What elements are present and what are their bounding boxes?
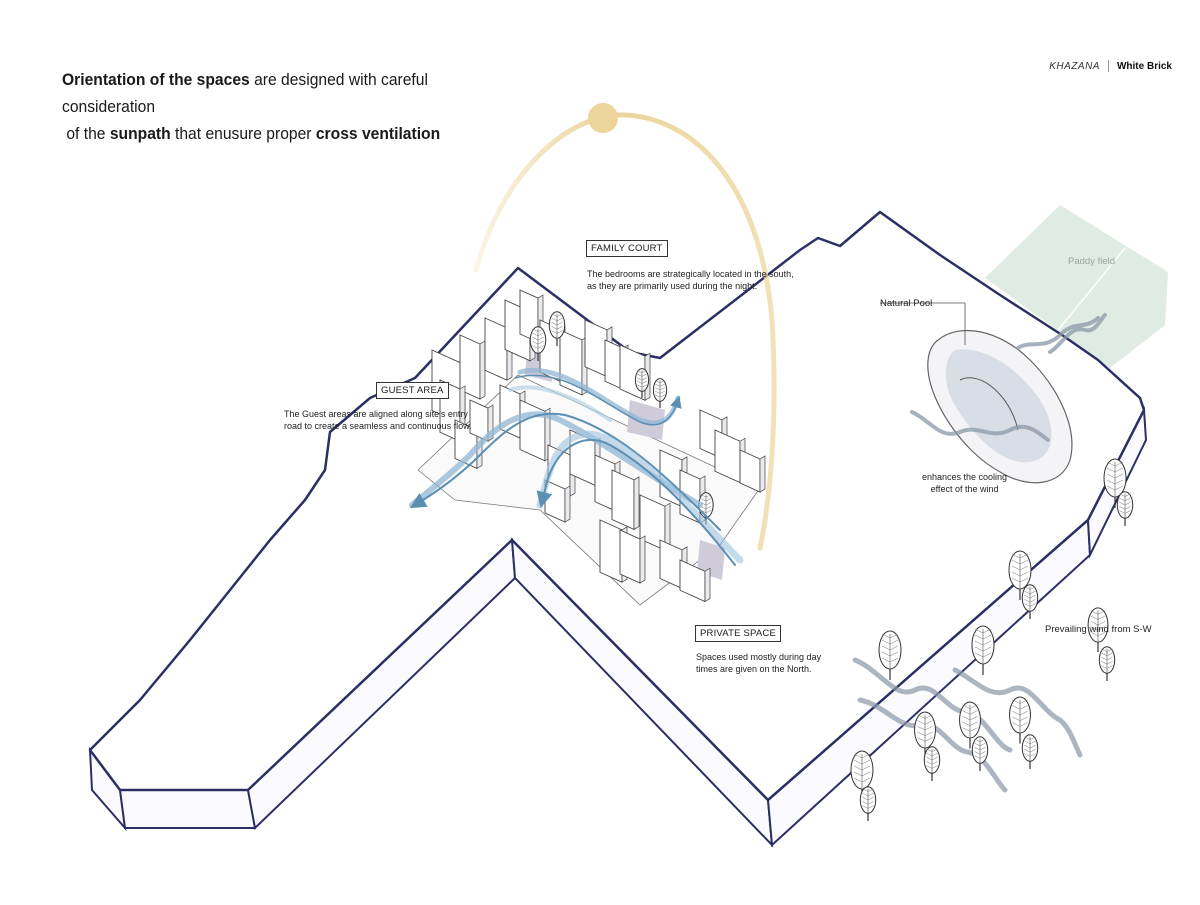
wall-panel bbox=[620, 530, 645, 583]
cooling-note-line: effect of the wind bbox=[922, 483, 1007, 495]
headline-text: that enusure proper bbox=[171, 124, 316, 143]
tree-icon bbox=[1117, 492, 1132, 526]
family-court-note-line: The bedrooms are strategically located i… bbox=[587, 268, 794, 280]
private-space-note-line: Spaces used mostly during day bbox=[696, 651, 821, 663]
headline-text: of the bbox=[66, 124, 109, 143]
guest-area-tag: GUEST AREA bbox=[376, 382, 449, 399]
sun-icon bbox=[588, 103, 618, 133]
headline: Orientation of the spaces are designed w… bbox=[62, 66, 494, 147]
prevailing-wind-label: Prevailing wind from S-W bbox=[1045, 624, 1152, 635]
brand-mark: KHAZANA White Brick bbox=[1049, 60, 1172, 72]
tree-icon bbox=[924, 747, 939, 781]
guest-area-note-line: The Guest areas are aligned along site's… bbox=[284, 408, 472, 420]
headline-strong: sunpath bbox=[110, 124, 171, 143]
family-court-note-line: as they are primarily used during the ni… bbox=[587, 280, 794, 292]
brand-name: KHAZANA bbox=[1049, 61, 1100, 72]
family-court-note: The bedrooms are strategically located i… bbox=[587, 268, 794, 292]
private-space-note: Spaces used mostly during day times are … bbox=[696, 651, 821, 675]
private-space-tag: PRIVATE SPACE bbox=[695, 625, 781, 642]
tree-icon bbox=[860, 787, 875, 821]
natural-pool bbox=[880, 303, 1072, 483]
guest-area-note: The Guest areas are aligned along site's… bbox=[284, 408, 472, 432]
tree-icon bbox=[972, 626, 994, 675]
natural-pool-label: Natural Pool bbox=[880, 298, 932, 309]
studio-name: White Brick bbox=[1117, 61, 1172, 72]
private-space-note-line: times are given on the North. bbox=[696, 663, 821, 675]
tree-icon bbox=[1022, 735, 1037, 769]
paddy-field-label: Paddy field bbox=[1068, 256, 1115, 267]
tree-icon bbox=[653, 379, 666, 408]
tree-icon bbox=[1099, 647, 1114, 681]
family-court-tag: FAMILY COURT bbox=[586, 240, 668, 257]
headline-strong: Orientation of the spaces bbox=[62, 70, 250, 89]
cooling-note: enhances the cooling effect of the wind bbox=[922, 471, 1007, 495]
cooling-note-line: enhances the cooling bbox=[922, 471, 1007, 483]
headline-strong: cross ventilation bbox=[316, 124, 440, 143]
guest-area-note-line: road to create a seamless and continuous… bbox=[284, 420, 472, 432]
brand-divider bbox=[1108, 60, 1109, 72]
tree-icon bbox=[879, 631, 901, 680]
